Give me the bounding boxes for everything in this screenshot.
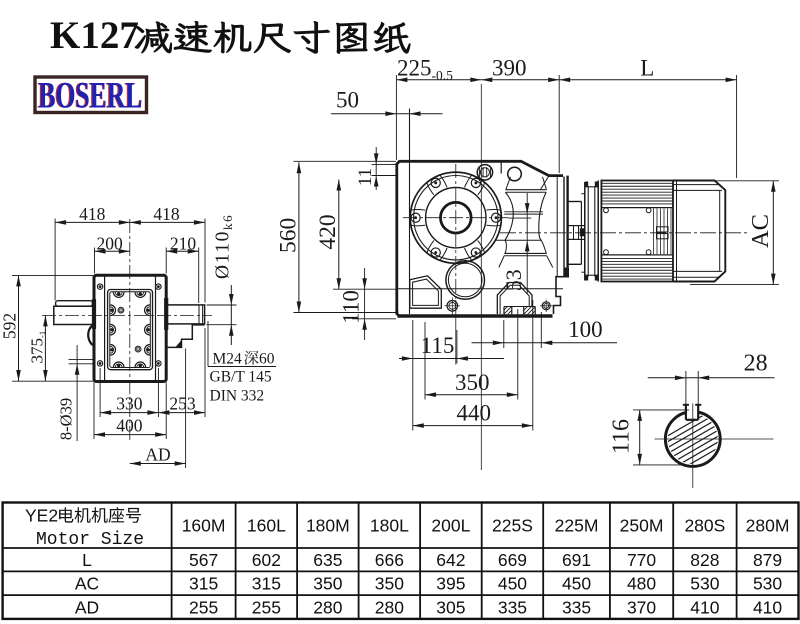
svg-text:255: 255	[189, 597, 218, 617]
svg-text:666: 666	[375, 550, 404, 570]
svg-text:280S: 280S	[684, 516, 725, 536]
svg-text:K127: K127	[50, 14, 139, 57]
svg-text:530: 530	[753, 574, 782, 594]
svg-text:225S: 225S	[492, 516, 533, 536]
svg-text:GB/T 145: GB/T 145	[210, 369, 272, 386]
svg-text:450: 450	[562, 574, 591, 594]
svg-text:110: 110	[338, 290, 363, 324]
svg-text:642: 642	[436, 550, 465, 570]
svg-text:M24: M24	[213, 351, 243, 368]
svg-text:Motor Size: Motor Size	[36, 530, 144, 550]
svg-text:335: 335	[562, 597, 591, 617]
svg-text:BOSERL: BOSERL	[37, 76, 141, 117]
svg-text:180M: 180M	[306, 516, 350, 536]
svg-text:253: 253	[169, 394, 196, 414]
svg-text:160M: 160M	[182, 516, 226, 536]
svg-text:691: 691	[562, 550, 591, 570]
svg-text:250M: 250M	[620, 516, 664, 536]
svg-text:879: 879	[753, 550, 782, 570]
svg-text:AC: AC	[747, 214, 774, 248]
svg-text:395: 395	[436, 574, 465, 594]
svg-text:YE2: YE2	[25, 506, 58, 526]
svg-text:669: 669	[498, 550, 527, 570]
svg-text:210: 210	[170, 234, 197, 254]
svg-text:160L: 160L	[247, 516, 286, 536]
svg-text:115: 115	[421, 333, 455, 358]
svg-text:418: 418	[153, 204, 180, 224]
svg-text:AD: AD	[145, 444, 170, 464]
svg-text:602: 602	[252, 550, 281, 570]
svg-text:200L: 200L	[431, 516, 470, 536]
svg-text:335: 335	[498, 597, 527, 617]
svg-text:350: 350	[375, 574, 404, 594]
svg-text:330: 330	[116, 394, 143, 414]
svg-text:560: 560	[276, 218, 302, 253]
svg-text:635: 635	[313, 550, 342, 570]
svg-text:567: 567	[189, 550, 218, 570]
svg-text:AC: AC	[75, 574, 99, 594]
svg-text:530: 530	[690, 574, 719, 594]
svg-text:828: 828	[690, 550, 719, 570]
svg-text:11: 11	[355, 168, 376, 186]
svg-text:60: 60	[259, 351, 275, 368]
svg-text:Ø110k6: Ø110k6	[213, 214, 236, 279]
svg-text:280: 280	[375, 597, 404, 617]
svg-text:280: 280	[313, 597, 342, 617]
svg-text:28: 28	[744, 350, 768, 376]
svg-text:350: 350	[313, 574, 342, 594]
svg-text:305: 305	[436, 597, 465, 617]
svg-text:450: 450	[498, 574, 527, 594]
svg-text:350: 350	[455, 370, 490, 395]
svg-text:L: L	[640, 55, 654, 80]
svg-text:225-0.5: 225-0.5	[397, 55, 453, 83]
svg-text:200: 200	[96, 234, 123, 254]
svg-text:AD: AD	[75, 597, 99, 617]
svg-text:420: 420	[315, 214, 341, 249]
svg-text:116: 116	[608, 419, 634, 454]
svg-text:DIN 332: DIN 332	[210, 388, 265, 405]
svg-text:280M: 280M	[746, 516, 790, 536]
svg-text:410: 410	[753, 597, 782, 617]
svg-text:315: 315	[189, 574, 218, 594]
svg-text:440: 440	[457, 400, 492, 425]
svg-text:BOSERL: BOSERL	[39, 76, 143, 117]
svg-text:100: 100	[568, 317, 603, 342]
svg-text:L: L	[82, 550, 92, 570]
svg-text:400: 400	[116, 416, 143, 436]
svg-text:50: 50	[336, 88, 359, 113]
svg-text:315: 315	[252, 574, 281, 594]
svg-text:390: 390	[492, 55, 527, 80]
svg-text:255: 255	[252, 597, 281, 617]
svg-text:370: 370	[627, 597, 656, 617]
svg-text:225M: 225M	[555, 516, 599, 536]
svg-text:592: 592	[0, 313, 20, 339]
svg-text:770: 770	[627, 550, 656, 570]
svg-text:180L: 180L	[370, 516, 409, 536]
svg-text:418: 418	[79, 204, 106, 224]
svg-text:480: 480	[627, 574, 656, 594]
svg-text:8-Ø39: 8-Ø39	[57, 398, 76, 440]
svg-text:375-1: 375-1	[28, 331, 48, 364]
svg-text:410: 410	[690, 597, 719, 617]
